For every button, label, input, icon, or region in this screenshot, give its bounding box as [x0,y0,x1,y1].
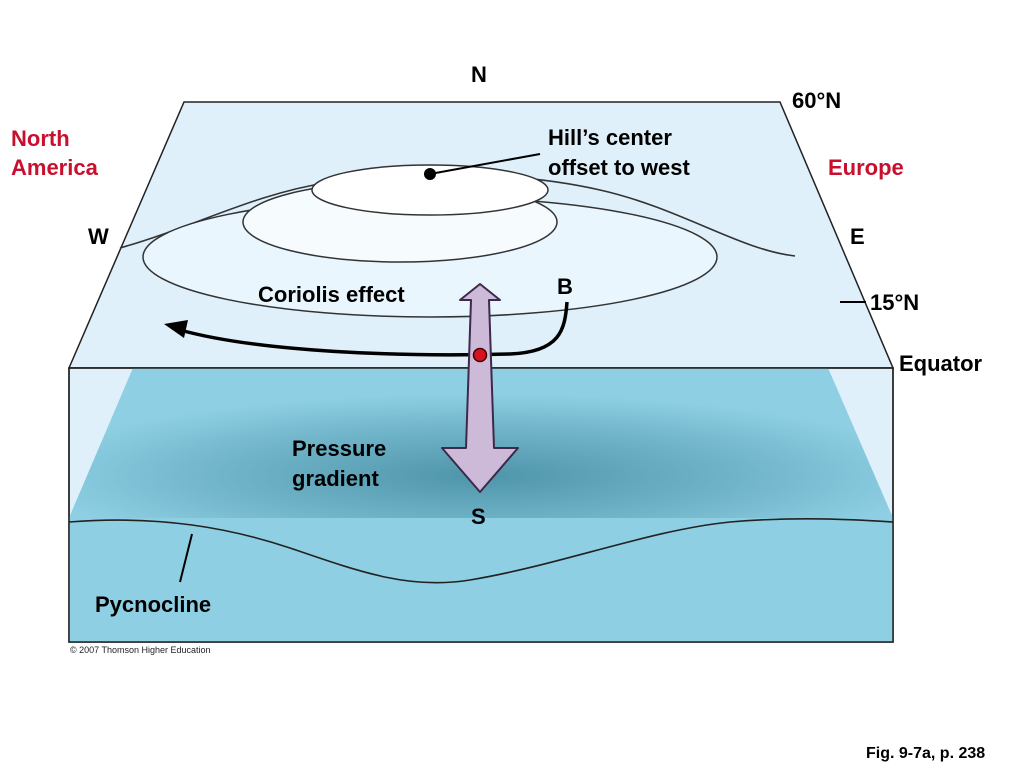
pycnocline-line [68,518,894,584]
label-east: E [850,224,865,249]
label-south: S [471,504,486,529]
copyright-text: © 2007 Thomson Higher Education [70,645,211,655]
label-west: W [88,224,109,249]
hill-center-dot [424,168,436,180]
label-lat-60: 60°N [792,88,841,113]
label-north-america-1: North [11,126,70,151]
label-hill-1: Hill’s center [548,125,672,150]
label-point-b: B [557,274,573,299]
label-coriolis: Coriolis effect [258,282,405,307]
label-lat-15: 15°N [870,290,919,315]
label-pressure-1: Pressure [292,436,386,461]
label-europe: Europe [828,155,904,180]
coriolis-arrow [179,301,569,357]
coriolis-arrowhead [164,320,188,338]
label-north-america-2: America [11,155,99,180]
label-equator: Equator [899,351,983,376]
label-pycnocline: Pycnocline [95,592,211,617]
label-hill-2: offset to west [548,155,690,180]
point-b-dot [472,347,488,363]
label-pressure-2: gradient [292,466,379,491]
pycnocline-leader [179,533,193,583]
hill-leader-line [429,153,541,175]
pressure-gradient-arrow [441,283,519,493]
hill-contour-1 [311,164,549,216]
label-north: N [471,62,487,87]
figure-reference: Fig. 9-7a, p. 238 [866,745,985,762]
lower-water-layer [69,518,893,642]
